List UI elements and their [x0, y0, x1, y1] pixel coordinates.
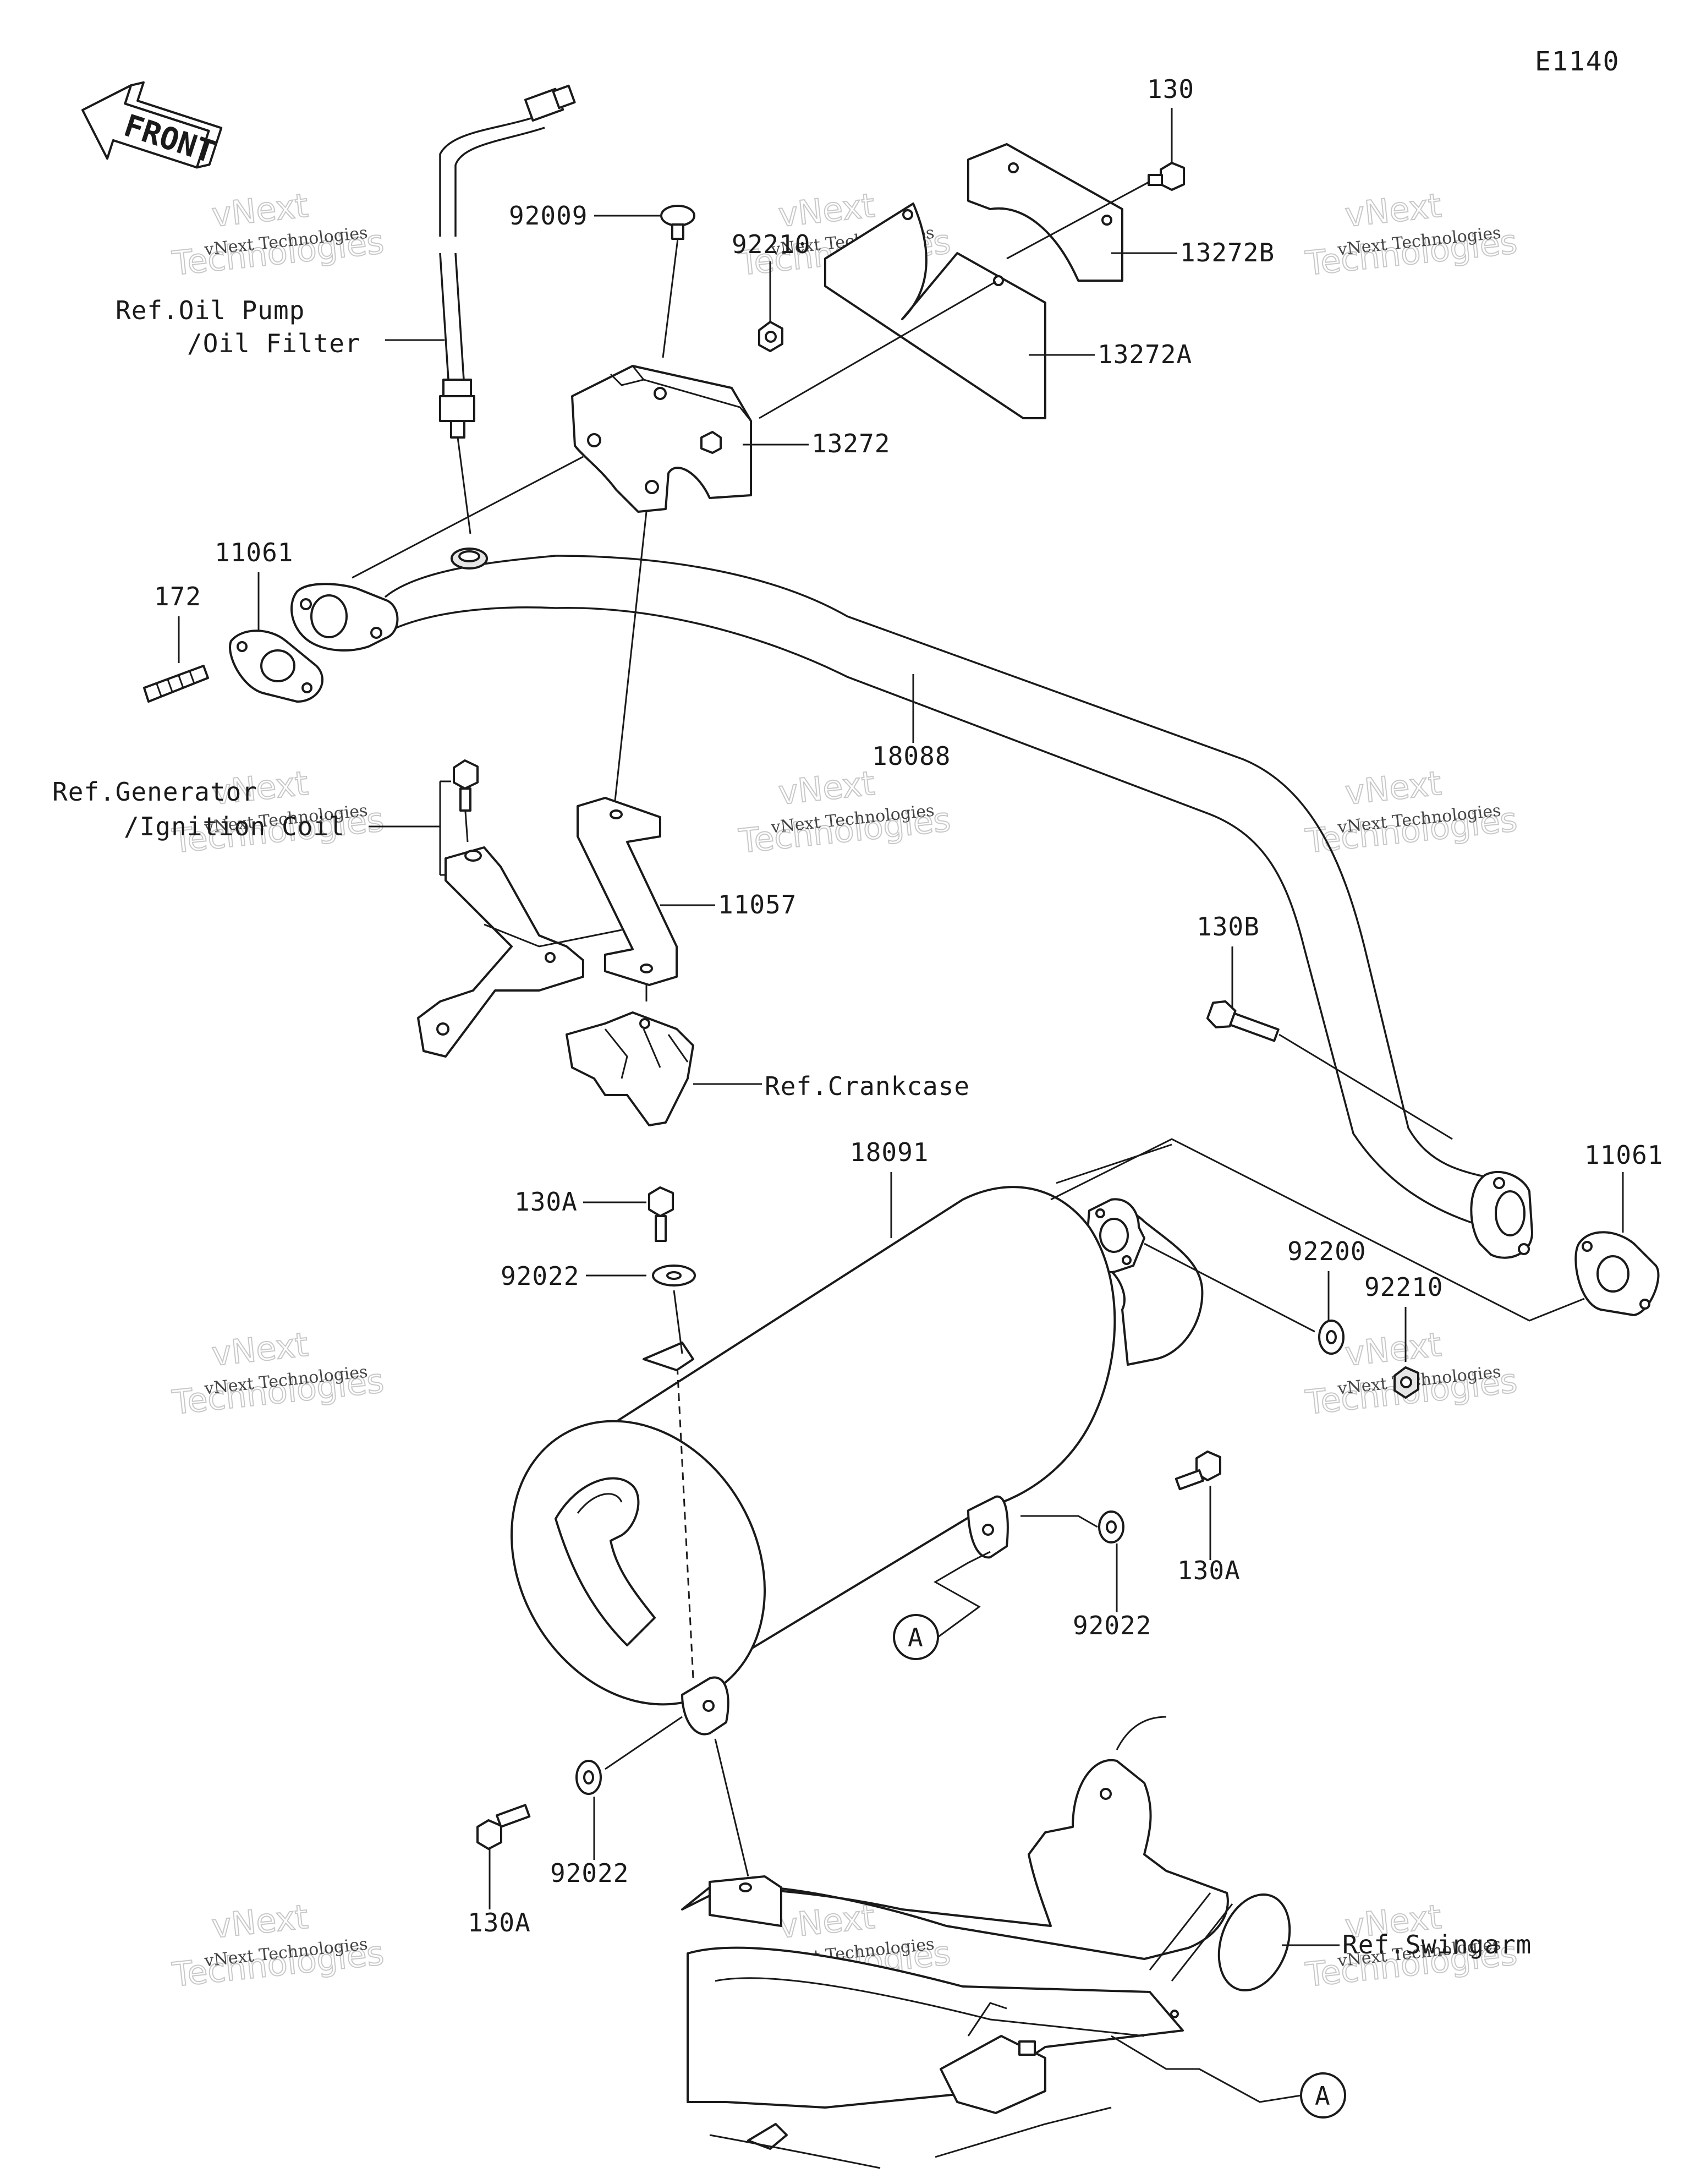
- bolt-icon: [1148, 162, 1185, 191]
- bolt-icon: [648, 1186, 674, 1242]
- watermark: vNext Technologies vNext Technologies: [1303, 186, 1520, 284]
- part-label-92009: 92009: [509, 201, 588, 231]
- screw-icon: [660, 205, 695, 240]
- generator-bracket: [417, 846, 584, 1058]
- oxygen-sensor: [439, 84, 576, 534]
- gasket-icon: [1574, 1231, 1660, 1316]
- ref-swingarm: Ref.Swingarm: [1342, 1930, 1532, 1959]
- bracket-13272: [571, 365, 752, 513]
- svg-text:vNext: vNext: [1343, 764, 1444, 813]
- part-label-130a-right: 130A: [1177, 1556, 1241, 1585]
- watermark: vNext Technologies vNext Technologies: [170, 1325, 387, 1423]
- svg-text:vNext: vNext: [777, 764, 877, 813]
- watermark: vNext Technologies vNext Technologies: [170, 186, 387, 284]
- svg-text:vNext: vNext: [210, 187, 310, 235]
- part-label-92022-right: 92022: [1073, 1611, 1151, 1640]
- bolt-icon: [1175, 1450, 1221, 1491]
- svg-text:vNext: vNext: [210, 1326, 310, 1374]
- swingarm: [681, 1716, 1291, 2169]
- bolt-icon: [453, 759, 479, 812]
- front-arrow-icon: FRONT: [81, 81, 223, 171]
- ref-oil-filter: /Oil Filter: [187, 329, 361, 358]
- heat-shield-13272a: [824, 202, 1046, 419]
- part-label-13272b: 13272B: [1180, 238, 1275, 267]
- ref-crankcase: Ref.Crankcase: [765, 1071, 970, 1101]
- washer-icon: [1318, 1320, 1345, 1355]
- watermark: vNext Technologies vNext Technologies: [737, 764, 953, 862]
- watermark: vNext Technologies vNext Technologies: [1303, 764, 1520, 862]
- washer-icon: [1098, 1510, 1124, 1543]
- diagram-code: E1140: [1535, 46, 1620, 77]
- ref-ignition-coil: /Ignition Coil: [124, 812, 345, 841]
- bracket-11057: [577, 797, 678, 986]
- svg-text:vNext: vNext: [777, 187, 877, 235]
- callout-a: A: [893, 1614, 939, 1660]
- exhaust-pipe-18088: [290, 548, 1533, 1259]
- svg-text:vNext: vNext: [1343, 1326, 1444, 1374]
- bolt-icon: [1206, 1000, 1280, 1042]
- part-label-130a-bottom: 130A: [468, 1908, 531, 1937]
- washer-icon: [652, 1265, 696, 1287]
- washer-icon: [575, 1760, 602, 1795]
- part-label-11057: 11057: [718, 890, 797, 919]
- callout-a: A: [1300, 2072, 1346, 2119]
- part-label-92022-top: 92022: [501, 1261, 579, 1291]
- svg-text:vNext: vNext: [1343, 187, 1444, 235]
- watermark: vNext Technologies vNext Technologies: [170, 1897, 387, 1995]
- nut-icon: [1393, 1366, 1419, 1399]
- part-label-92200: 92200: [1287, 1236, 1366, 1266]
- heat-shield-13272b: [967, 143, 1123, 282]
- bolt-icon: [476, 1804, 531, 1850]
- ref-oil-pump: Ref.Oil Pump: [116, 295, 305, 325]
- part-label-18091: 18091: [850, 1137, 929, 1167]
- part-label-92210-top: 92210: [732, 229, 810, 259]
- part-label-13272a: 13272A: [1098, 340, 1192, 369]
- crankcase-mount: [566, 1011, 694, 1126]
- part-label-92210-right: 92210: [1364, 1272, 1443, 1302]
- svg-text:A: A: [908, 1623, 924, 1652]
- part-label-130: 130: [1147, 74, 1194, 104]
- part-label-11061-left: 11061: [215, 538, 293, 567]
- svg-text:vNext: vNext: [777, 1898, 877, 1946]
- part-label-92022-bottom: 92022: [550, 1858, 629, 1888]
- ref-generator: Ref.Generator: [52, 777, 257, 807]
- part-label-11061-right: 11061: [1584, 1140, 1663, 1170]
- muffler-18091: [511, 1186, 1204, 1736]
- svg-text:A: A: [1315, 2081, 1331, 2111]
- svg-text:vNext: vNext: [210, 1898, 310, 1946]
- watermark: vNext Technologies vNext Technologies: [170, 764, 387, 862]
- nut-icon: [758, 321, 783, 352]
- stud-icon: [143, 665, 209, 703]
- part-label-130a-top: 130A: [514, 1187, 578, 1217]
- gasket-icon: [229, 630, 323, 703]
- part-label-130b: 130B: [1197, 912, 1260, 942]
- part-label-172: 172: [154, 582, 201, 611]
- part-label-18088: 18088: [872, 741, 951, 771]
- part-label-13272: 13272: [811, 429, 890, 458]
